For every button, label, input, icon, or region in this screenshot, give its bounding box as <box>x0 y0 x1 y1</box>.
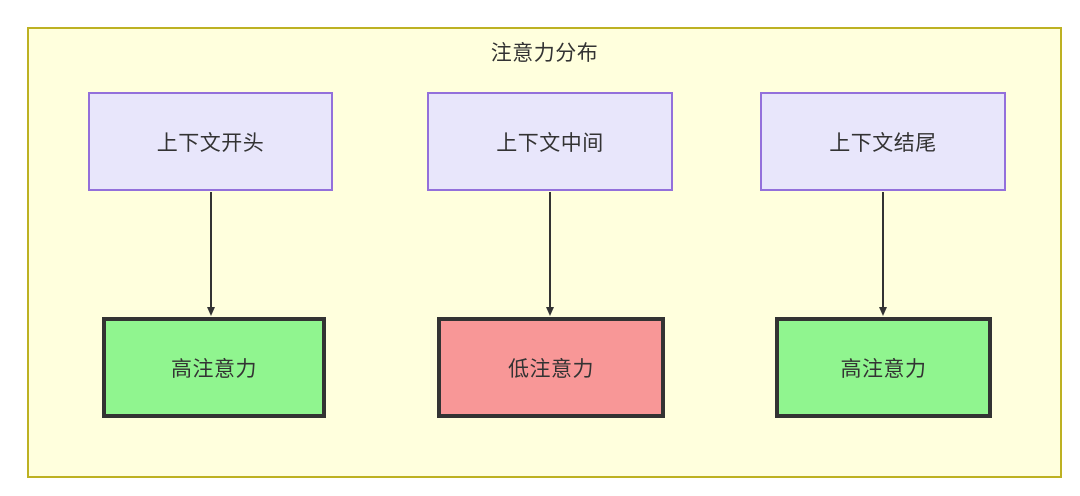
node-low-attention-middle[interactable]: 低注意力 <box>437 317 665 418</box>
node-high-attention-end[interactable]: 高注意力 <box>775 317 992 418</box>
node-high-attention-start[interactable]: 高注意力 <box>102 317 326 418</box>
node-context-middle[interactable]: 上下文中间 <box>427 92 673 191</box>
node-context-end-label: 上下文结尾 <box>829 131 937 155</box>
node-low-attention-middle-label: 低注意力 <box>508 357 594 381</box>
node-context-start[interactable]: 上下文开头 <box>88 92 333 191</box>
node-context-start-label: 上下文开头 <box>156 131 265 155</box>
subgraph-title: 注意力分布 <box>490 42 599 65</box>
node-high-attention-start-label: 高注意力 <box>171 357 257 381</box>
node-context-middle-label: 上下文中间 <box>496 131 604 155</box>
node-high-attention-end-label: 高注意力 <box>840 357 927 381</box>
node-context-end[interactable]: 上下文结尾 <box>760 92 1006 191</box>
